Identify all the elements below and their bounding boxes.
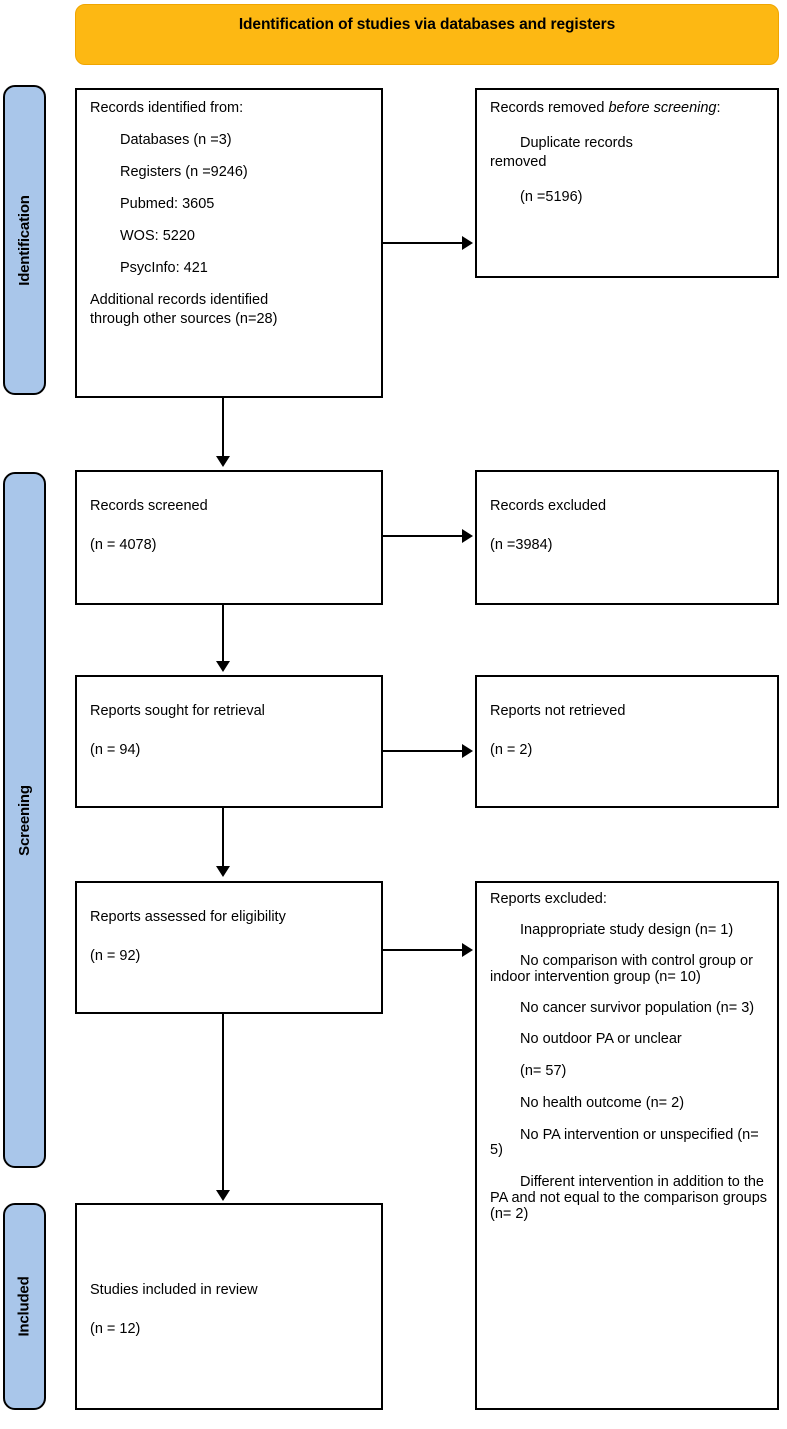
reports-excluded-reason-3: No cancer survivor population (n= 3) (520, 999, 755, 1016)
reports-excluded-reason-5: No health outcome (n= 2) (520, 1094, 685, 1111)
reports-sought-count: (n = 94) (90, 741, 141, 758)
box-records-excluded: Records excluded (n =3984) (475, 470, 779, 605)
connector-sought-to-notretrieved-arrow (462, 744, 473, 758)
box-studies-included: Studies included in review (n = 12) (75, 1203, 383, 1410)
connector-identified-to-removed-line (383, 242, 463, 244)
records-identified-additional-line2: through other sources (n=28) (90, 310, 278, 327)
reports-assessed-label: Reports assessed for eligibility (90, 909, 286, 925)
records-removed-detail-line1: Duplicate records (520, 134, 633, 151)
box-reports-assessed: Reports assessed for eligibility (n = 92… (75, 881, 383, 1014)
connector-identified-to-screened-arrow (216, 456, 230, 467)
records-removed-count: (n =5196) (520, 188, 583, 205)
stage-pill-identification: Identification (3, 85, 46, 395)
records-removed-heading-colon: : (716, 100, 721, 116)
connector-screened-to-sought-arrow (216, 661, 230, 672)
connector-sought-to-assessed-line (222, 808, 224, 868)
studies-included-count: (n = 12) (90, 1320, 141, 1337)
box-reports-sought: Reports sought for retrieval (n = 94) (75, 675, 383, 808)
reports-excluded-reason-1: Inappropriate study design (n= 1) (520, 921, 734, 938)
connector-assessed-to-included-arrow (216, 1190, 230, 1201)
reports-sought-label: Reports sought for retrieval (90, 703, 265, 719)
reports-excluded-reason-7: Different intervention in addition to th… (490, 1174, 768, 1223)
records-removed-heading-part1: Records removed (490, 100, 609, 116)
connector-screened-to-excluded-arrow (462, 529, 473, 543)
records-identified-line-psycinfo: PsycInfo: 421 (120, 259, 208, 276)
records-excluded-label: Records excluded (490, 498, 607, 514)
connector-assessed-to-included-line (222, 1014, 224, 1192)
connector-screened-to-excluded-line (383, 535, 463, 537)
reports-excluded-reason-4: No outdoor PA or unclear (520, 1030, 682, 1047)
box-records-removed: Records removed before screening: Duplic… (475, 88, 779, 278)
box-reports-excluded-reasons: Reports excluded: Inappropriate study de… (475, 881, 779, 1410)
reports-excluded-heading: Reports excluded: (490, 891, 607, 907)
records-screened-count: (n = 4078) (90, 536, 157, 553)
reports-excluded-reason-4-count: (n= 57) (520, 1062, 567, 1079)
studies-included-label: Studies included in review (90, 1282, 258, 1298)
box-records-identified: Records identified from: Databases (n =3… (75, 88, 383, 398)
stage-label-identification: Identification (16, 194, 34, 286)
records-identified-heading: Records identified from: (90, 100, 244, 116)
reports-not-retrieved-count: (n = 2) (490, 741, 533, 758)
reports-excluded-reason-2: No comparison with control group or indo… (490, 952, 753, 985)
connector-sought-to-assessed-arrow (216, 866, 230, 877)
stage-label-screening: Screening (16, 784, 34, 856)
records-removed-heading: Records removed before screening: (490, 100, 768, 117)
records-identified-additional-line1: Additional records identified (90, 291, 269, 308)
records-screened-label: Records screened (90, 498, 208, 514)
records-identified-line-registers: Registers (n =9246) (120, 163, 248, 180)
records-identified-line-pubmed: Pubmed: 3605 (120, 195, 215, 212)
banner-title: Identification of studies via databases … (238, 16, 616, 33)
connector-screened-to-sought-line (222, 605, 224, 663)
box-records-screened: Records screened (n = 4078) (75, 470, 383, 605)
records-identified-line-wos: WOS: 5220 (120, 227, 195, 244)
connector-assessed-to-excluded-arrow (462, 943, 473, 957)
box-reports-not-retrieved: Reports not retrieved (n = 2) (475, 675, 779, 808)
stage-pill-screening: Screening (3, 472, 46, 1168)
records-removed-detail-line2: removed (490, 153, 547, 170)
connector-identified-to-removed-arrow (462, 236, 473, 250)
reports-not-retrieved-label: Reports not retrieved (490, 703, 626, 719)
connector-sought-to-notretrieved-line (383, 750, 463, 752)
connector-assessed-to-excluded-line (383, 949, 463, 951)
connector-identified-to-screened-line (222, 398, 224, 458)
stage-label-included: Included (16, 1276, 34, 1337)
records-identified-line-databases: Databases (n =3) (120, 131, 232, 148)
records-removed-heading-italic: before screening (608, 100, 717, 116)
records-excluded-count: (n =3984) (490, 536, 553, 553)
reports-assessed-count: (n = 92) (90, 947, 141, 964)
stage-pill-included: Included (3, 1203, 46, 1410)
header-banner: Identification of studies via databases … (75, 4, 779, 65)
reports-excluded-reason-6: No PA intervention or unspecified (n= 5) (490, 1126, 759, 1159)
